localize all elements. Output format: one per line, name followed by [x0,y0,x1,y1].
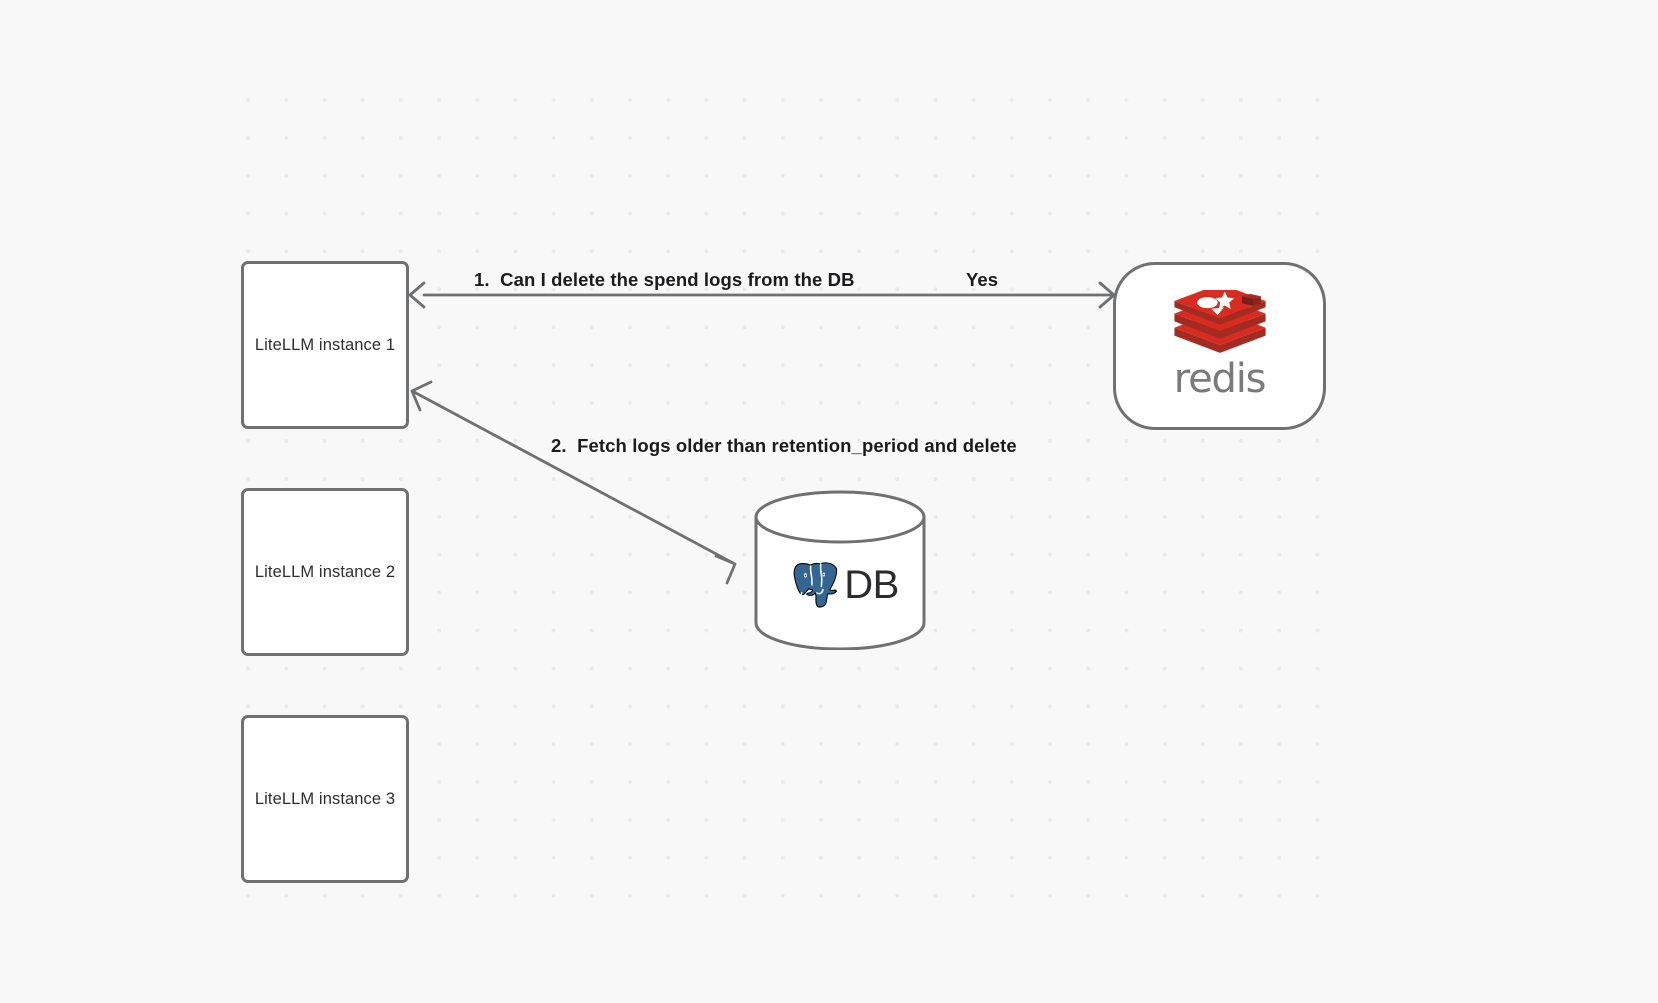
edge-label-step-1: 1. Can I delete the spend logs from the … [474,269,855,290]
node-label-litellm-instance-3: LiteLLM instance 3 [254,789,396,808]
edge-label-reply-yes: Yes [966,269,999,290]
redis-logo-group: redis [1168,289,1272,402]
node-postgres-db[interactable]: DB [753,490,927,650]
node-label-litellm-instance-1: LiteLLM instance 1 [254,335,396,354]
node-redis[interactable]: redis [1113,262,1326,430]
edge-instance1-to-db[interactable] [410,380,737,585]
redis-wordmark: redis [1173,355,1267,402]
db-logo-group: DB [753,490,927,650]
node-litellm-instance-1[interactable]: LiteLLM instance 1 [241,261,409,429]
db-label: DB [844,563,899,607]
db-cylinder-shape [754,490,926,650]
postgresql-elephant-icon [792,560,840,610]
edge-label-step-2: 2. Fetch logs older than retention_perio… [551,435,1017,456]
arrowhead-to-instance1-diagonal [410,380,433,412]
node-litellm-instance-3[interactable]: LiteLLM instance 3 [241,715,409,883]
node-litellm-instance-2[interactable]: LiteLLM instance 2 [241,488,409,656]
redis-logo-icon [1173,289,1266,353]
node-label-litellm-instance-2: LiteLLM instance 2 [254,562,396,581]
arrowhead-to-instance1 [408,281,426,309]
arrowhead-to-db [714,554,737,585]
